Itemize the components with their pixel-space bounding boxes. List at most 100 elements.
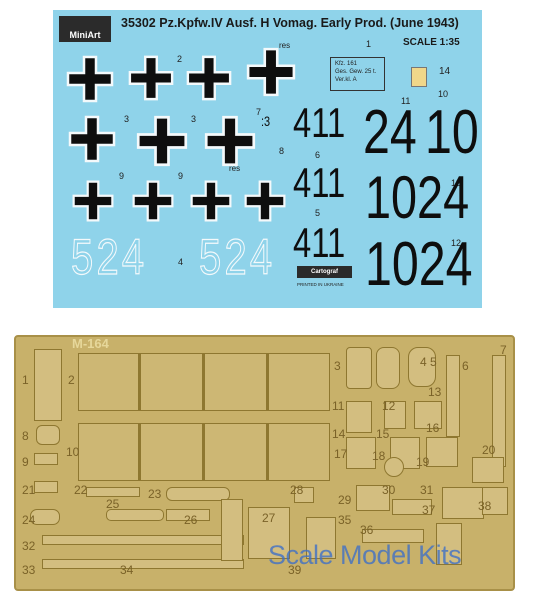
res-label: res — [229, 164, 241, 173]
etch-part — [34, 349, 62, 421]
etch-part — [482, 487, 508, 515]
part-number: 35 — [338, 513, 352, 527]
balkenkreuz-icon — [68, 115, 116, 163]
part-number: 11 — [332, 399, 345, 413]
turret-code-decal: 411 — [293, 99, 346, 146]
etch-part — [346, 437, 376, 469]
part-number: 9 — [22, 455, 29, 469]
etch-part — [294, 487, 314, 503]
balkenkreuz-icon — [186, 55, 232, 101]
part-number: 30 — [382, 483, 396, 497]
part-number: 7 — [500, 343, 507, 357]
part-number: 6 — [462, 359, 469, 373]
panel-divider — [138, 423, 141, 481]
panel-divider — [138, 353, 141, 411]
etch-part — [414, 401, 442, 429]
printed-note: PRINTED IN UKRAINE — [297, 282, 344, 287]
outline-code-decal: 524 — [199, 229, 276, 285]
part-number: 28 — [290, 483, 304, 497]
etch-part — [34, 453, 58, 465]
part-number: 1 — [22, 373, 29, 387]
part-number: 31 — [420, 483, 434, 497]
etch-part — [392, 499, 432, 515]
balkenkreuz-icon — [132, 180, 174, 222]
turret-code-decal: 1024 — [365, 164, 470, 231]
fret-code: M-164 — [72, 336, 109, 351]
decal-number: 9 — [119, 171, 125, 181]
etch-part — [436, 523, 462, 565]
mini-code-decal: :3 — [261, 113, 271, 129]
part-number: 17 — [334, 447, 348, 461]
part-number: 5 — [430, 355, 437, 369]
etch-part — [36, 425, 60, 445]
balkenkreuz-icon — [128, 55, 174, 101]
turret-code-decal: 10 — [425, 98, 479, 167]
etch-part — [384, 401, 406, 429]
etch-part — [248, 507, 290, 559]
outline-code-decal: 524 — [71, 229, 148, 285]
turret-code-decal: 24 — [363, 98, 417, 167]
decal-number: 7 — [256, 107, 262, 117]
etch-part — [346, 347, 372, 389]
balkenkreuz-icon — [66, 55, 114, 103]
etch-part — [376, 347, 400, 389]
decal-number: 13 — [451, 178, 462, 188]
part-number: 21 — [22, 483, 36, 497]
panel-divider — [202, 423, 205, 481]
part-number: 4 — [420, 355, 427, 369]
decal-number: 5 — [315, 208, 321, 218]
etch-rod — [86, 487, 140, 497]
etch-part — [346, 401, 372, 433]
part-number: 13 — [428, 385, 442, 399]
etch-rod — [42, 535, 244, 545]
part-number: 20 — [482, 443, 496, 457]
etch-rod — [362, 529, 424, 543]
part-number: 15 — [376, 427, 390, 441]
etch-rod — [42, 559, 244, 569]
part-number: 34 — [120, 563, 134, 577]
part-number: 22 — [74, 483, 88, 497]
decal-number: 3 — [124, 114, 130, 124]
decal-number: 12 — [451, 238, 462, 248]
balkenkreuz-icon — [190, 180, 232, 222]
decal-number: 4 — [178, 257, 184, 267]
miniart-logo: MiniArt — [59, 16, 111, 42]
turret-code-decal: 411 — [293, 219, 346, 266]
printer-logo: Cartograf — [297, 266, 352, 278]
balkenkreuz-icon — [72, 180, 114, 222]
part-number: 3 — [334, 359, 341, 373]
part-number: 2 — [68, 373, 75, 387]
part-number: 14 — [332, 427, 346, 441]
etch-part — [34, 481, 58, 493]
part-number: 27 — [262, 511, 276, 525]
decal-number: 6 — [315, 150, 321, 160]
panel-divider — [266, 353, 269, 411]
decal-title: 35302 Pz.Kpfw.IV Ausf. H Vomag. Early Pr… — [121, 16, 459, 30]
part-number: 16 — [426, 421, 440, 435]
etch-chain — [106, 509, 164, 521]
etch-part — [221, 499, 243, 561]
photo-etch-fret: M-164 1 2 3 4 5 6 7 8 9 10 1 — [14, 335, 515, 591]
decal-number: 11 — [401, 96, 411, 106]
part-number: 26 — [184, 513, 198, 527]
turret-code-decal: 411 — [293, 159, 346, 206]
etch-part — [30, 509, 60, 525]
panel-divider — [266, 423, 269, 481]
balkenkreuz-icon — [204, 115, 256, 167]
etch-rod — [166, 509, 210, 521]
decal-number: 14 — [439, 66, 451, 77]
decal-scale: SCALE 1:35 — [403, 37, 460, 48]
decal-number: 8 — [279, 146, 285, 156]
weight-stencil: Kfz. 161 Ges. Gew. 25 t. Ver.kl. A — [330, 57, 385, 91]
etch-part — [426, 437, 458, 467]
etch-part — [356, 485, 390, 511]
etch-ring — [384, 457, 404, 477]
etch-part — [442, 487, 484, 519]
part-number: 24 — [22, 513, 36, 527]
part-number: 18 — [372, 449, 386, 463]
part-number: 38 — [478, 499, 492, 513]
decal-number: 10 — [438, 89, 449, 99]
part-number: 25 — [106, 497, 120, 511]
part-number: 39 — [288, 563, 302, 577]
balkenkreuz-icon — [246, 47, 296, 97]
